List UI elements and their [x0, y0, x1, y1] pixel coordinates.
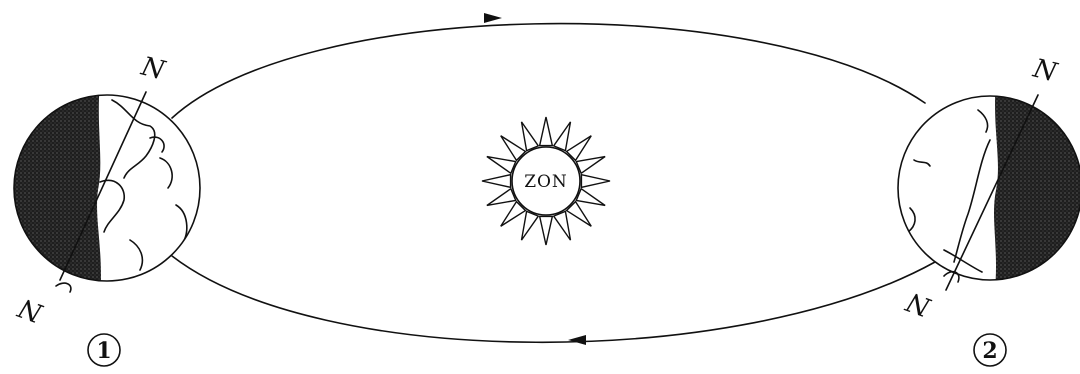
sun-ray	[540, 117, 553, 146]
sun-ray	[487, 157, 516, 174]
sun-ray	[554, 211, 571, 240]
orbit-arrow-lower	[568, 335, 586, 345]
orbit-lower-arc	[172, 256, 935, 342]
sun-ray	[482, 175, 511, 188]
earth-2: N N 2	[880, 53, 1080, 366]
earth-1-south-label: N	[14, 291, 48, 328]
earth-2-number: 2	[982, 338, 997, 364]
orbit-arrow-upper	[484, 13, 502, 23]
earth-1-night-side	[0, 80, 101, 300]
earth-1-number: 1	[96, 338, 111, 364]
orbit-upper-arc	[172, 24, 925, 118]
sun-label: ZON	[524, 172, 568, 192]
earth-2-north-label: N	[1029, 53, 1061, 88]
sun: ZON	[482, 117, 610, 245]
sun-ray	[576, 189, 605, 206]
earth-1-rotation-arrow	[56, 283, 71, 292]
sun-ray	[581, 175, 610, 188]
sun-ray	[554, 122, 571, 151]
earth-1-north-label: N	[137, 51, 169, 86]
sun-ray	[487, 189, 516, 206]
earth-1: N N 1	[0, 51, 220, 366]
sun-ray	[522, 211, 539, 240]
sun-ray	[522, 122, 539, 151]
sun-ray	[540, 216, 553, 245]
sun-ray	[576, 157, 605, 174]
earth-2-south-label: N	[902, 285, 936, 322]
